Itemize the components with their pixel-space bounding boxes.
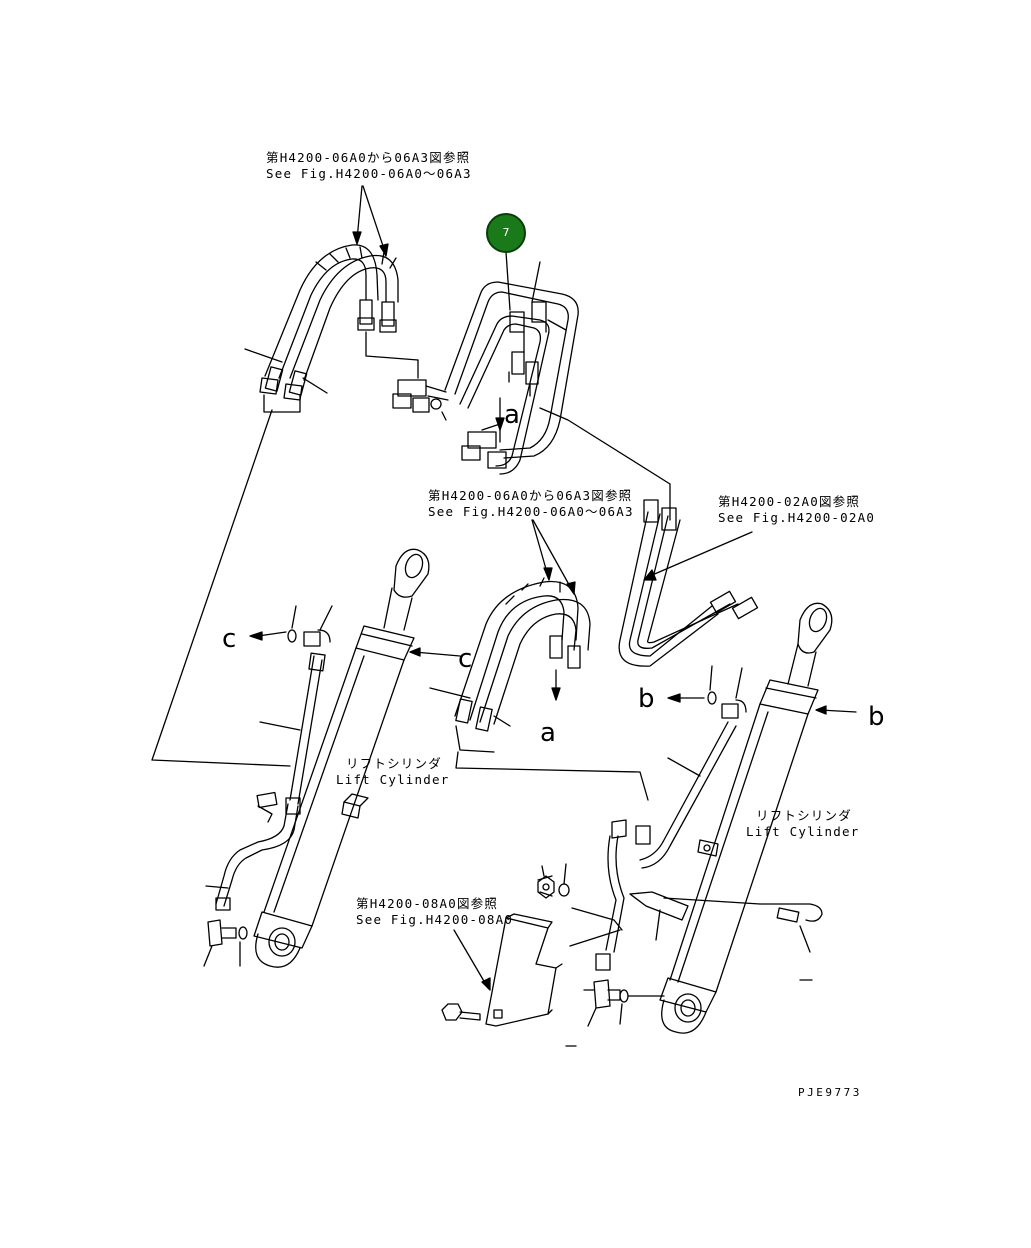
ref-06a0-06a3-en-mid: See Fig.H4200-06A0～06A3 xyxy=(428,504,634,519)
lift-cylinder-right xyxy=(659,602,857,1034)
lift-cylinder-en-right: Lift Cylinder xyxy=(746,824,860,839)
lift-cylinder-left xyxy=(151,409,461,968)
lift-cylinder-jp-right: リフトシリンダ xyxy=(756,808,852,823)
ref-02a0-jp: 第H4200-02A0図参照 xyxy=(718,494,861,509)
connection-letter-c-left: c xyxy=(222,624,237,654)
ref-06a0-06a3-jp-top: 第H4200-06A0から06A3図参照 xyxy=(266,150,471,165)
lift-cylinder-en-left: Lift Cylinder xyxy=(336,772,450,787)
ref-06a0-06a3-jp-mid: 第H4200-06A0から06A3図参照 xyxy=(428,488,633,503)
hose-pair-middle xyxy=(429,519,649,801)
hose-left-lower xyxy=(203,605,333,967)
connection-letter-b-left: b xyxy=(638,684,655,714)
ref-06a0-06a3-en-top: See Fig.H4200-06A0～06A3 xyxy=(266,166,472,181)
steel-tube-assembly xyxy=(392,251,671,521)
drawing-code: PJE9773 xyxy=(798,1086,862,1099)
ref-08a0-en: See Fig.H4200-08A0 xyxy=(356,912,514,927)
connection-letter-a-mid: a xyxy=(540,718,556,748)
hose-right-lower xyxy=(537,665,823,971)
part-callout-7[interactable]: 7 xyxy=(486,213,526,253)
ref-02a0-en: See Fig.H4200-02A0 xyxy=(718,510,876,525)
hose-assembly-02a0 xyxy=(618,499,759,667)
connection-letter-a-top: a xyxy=(504,400,520,430)
connection-letter-c-right: c xyxy=(458,644,473,674)
mounting-bracket xyxy=(441,907,813,1047)
connection-letter-b-right: b xyxy=(868,702,885,732)
ref-08a0-jp: 第H4200-08A0図参照 xyxy=(356,896,499,911)
hose-pair-upper-left xyxy=(244,185,419,413)
lift-cylinder-jp-left: リフトシリンダ xyxy=(346,756,442,771)
